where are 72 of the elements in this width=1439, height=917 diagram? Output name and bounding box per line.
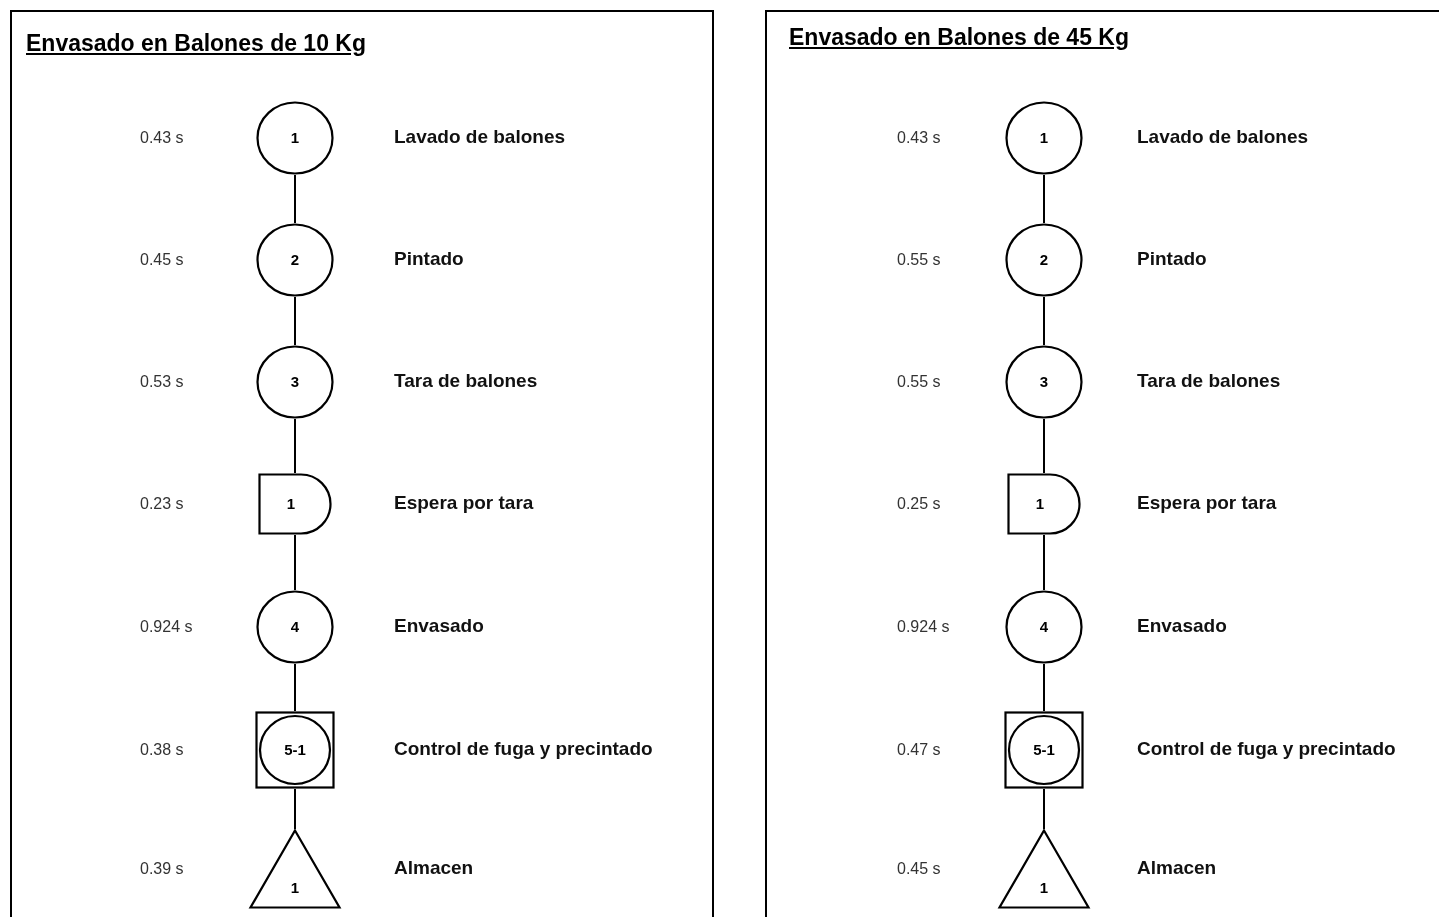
time-label: 0.55 s — [897, 250, 941, 270]
time-label: 0.43 s — [897, 128, 941, 148]
step-number: 3 — [1038, 373, 1050, 391]
operation-circle — [256, 345, 334, 419]
step-number: 1 — [289, 129, 301, 147]
operation-circle — [1005, 223, 1083, 297]
step-description: Pintado — [394, 248, 464, 270]
operation-circle — [1005, 345, 1083, 419]
step-description: Pintado — [1137, 248, 1207, 270]
time-label: 0.45 s — [140, 250, 184, 270]
step-description: Envasado — [394, 615, 484, 637]
flow-line — [294, 296, 296, 346]
step-description: Lavado de balones — [394, 126, 566, 148]
step-description: Espera por tara — [394, 492, 534, 514]
inspection-operation-symbol — [1004, 711, 1084, 789]
step-description: Almacen — [394, 857, 474, 879]
flow-line — [294, 534, 296, 591]
time-label: 0.924 s — [140, 617, 193, 637]
step-number: 4 — [289, 618, 301, 636]
operation-circle — [1005, 590, 1083, 664]
step-number: 2 — [1038, 251, 1050, 269]
flow-line — [294, 174, 296, 224]
flow-line — [294, 788, 296, 830]
time-label: 0.45 s — [897, 859, 941, 879]
step-number: 1 — [1038, 878, 1050, 897]
step-description: Control de fuga y precintado — [1137, 738, 1396, 760]
step-number: 3 — [289, 373, 301, 391]
panel-frame — [10, 10, 714, 917]
panel-frame — [765, 10, 1439, 917]
step-number: 1 — [285, 495, 297, 513]
flow-line — [1043, 174, 1045, 224]
time-label: 0.23 s — [140, 494, 184, 514]
storage-triangle — [998, 829, 1090, 909]
panel-title: Envasado en Balones de 10 Kg — [26, 30, 366, 57]
time-label: 0.47 s — [897, 740, 941, 760]
time-label: 0.25 s — [897, 494, 941, 514]
panel-title: Envasado en Balones de 45 Kg — [789, 24, 1129, 51]
step-number: 1 — [1038, 129, 1050, 147]
time-label: 0.55 s — [897, 372, 941, 392]
step-description: Control de fuga y precintado — [394, 738, 653, 760]
operation-circle — [256, 223, 334, 297]
flow-line — [1043, 296, 1045, 346]
operation-circle — [256, 590, 334, 664]
step-number: 1 — [1034, 495, 1046, 513]
step-description: Lavado de balones — [1137, 126, 1309, 148]
step-number: 5-1 — [1032, 741, 1056, 759]
inspection-operation-symbol — [255, 711, 335, 789]
flow-line — [1043, 788, 1045, 830]
operation-circle — [1005, 101, 1083, 175]
flow-line — [1043, 534, 1045, 591]
step-number: 4 — [1038, 618, 1050, 636]
flow-line — [1043, 418, 1045, 474]
time-label: 0.924 s — [897, 617, 950, 637]
step-description: Almacen — [1137, 857, 1217, 879]
flow-line — [294, 663, 296, 712]
step-number: 1 — [289, 878, 301, 897]
time-label: 0.39 s — [140, 859, 184, 879]
step-description: Espera por tara — [1137, 492, 1277, 514]
step-number: 2 — [289, 251, 301, 269]
time-label: 0.53 s — [140, 372, 184, 392]
step-number: 5-1 — [283, 741, 307, 759]
step-description: Tara de balones — [394, 370, 538, 392]
storage-triangle — [249, 829, 341, 909]
step-description: Tara de balones — [1137, 370, 1281, 392]
step-description: Envasado — [1137, 615, 1227, 637]
operation-circle — [256, 101, 334, 175]
delay-symbol — [258, 473, 332, 535]
flow-line — [294, 418, 296, 474]
time-label: 0.43 s — [140, 128, 184, 148]
delay-symbol — [1007, 473, 1081, 535]
time-label: 0.38 s — [140, 740, 184, 760]
flow-line — [1043, 663, 1045, 712]
